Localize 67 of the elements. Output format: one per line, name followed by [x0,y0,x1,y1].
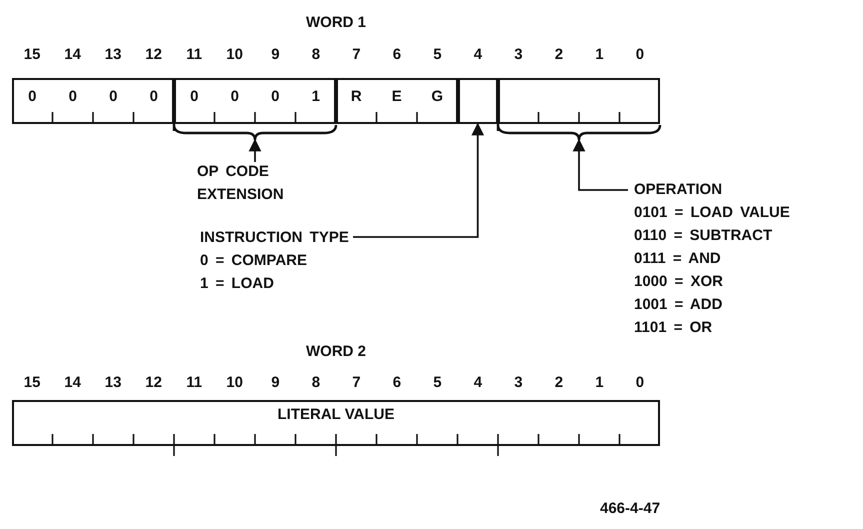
bit-number: 10 [226,374,243,391]
arrow [353,122,484,238]
word-title: WORD 1 [306,14,366,31]
bit-number: 2 [554,374,564,391]
bit-number: 6 [392,46,402,63]
bit-number: 13 [104,374,122,391]
bit-number: 10 [226,46,243,63]
bit-value: 0 [230,88,240,106]
bit-number: 8 [312,374,320,391]
bit-number: 7 [352,46,361,63]
bit-number: 15 [24,374,40,391]
bit-value: E [390,88,403,106]
empty-bit-field [458,78,498,124]
bit-field [12,400,660,446]
annotation-heading: INSTRUCTION TYPE [200,228,349,248]
bit-number: 11 [186,46,202,63]
bit-number: 6 [392,374,402,391]
bit-value: R [350,88,363,106]
bit-number: 2 [554,46,564,63]
code-meaning: 1001 = ADD [634,295,724,315]
bit-number: 4 [474,374,482,391]
bit-value: G [430,88,444,106]
bit-number: 12 [145,374,162,391]
bit-number: 7 [352,374,361,391]
bit-value: 1 [310,88,321,106]
word-title: WORD 2 [306,343,366,360]
bit-value: 0 [148,88,159,106]
bit-value: 0 [68,88,78,106]
code-meaning: 1 = LOAD [200,274,275,294]
code-meaning: 1101 = OR [634,318,714,338]
bit-number: 4 [474,46,482,63]
annotation-heading: OP CODE EXTENSION [197,162,285,205]
bit-number: 5 [433,46,442,63]
bit-number: 15 [24,46,40,63]
bit-number: 13 [104,46,122,63]
bit-number: 12 [145,46,162,63]
code-meaning: 0111 = AND [634,249,722,269]
figure-number: 466-4-47 [600,500,660,517]
bit-value: 0 [270,88,280,106]
arrow [572,138,628,191]
bit-number: 5 [433,374,442,391]
code-meaning: 1000 = XOR [634,272,724,292]
bit-value: 0 [108,88,118,106]
bit-value: 0 [27,88,38,106]
bit-field [174,78,336,124]
bit-number: 3 [514,46,523,63]
bit-field [336,78,458,124]
bit-number: 3 [514,374,523,391]
code-meaning: 0 = COMPARE [200,251,308,271]
bit-number: 14 [64,46,81,63]
annotation-heading: OPERATION [634,180,724,200]
bit-number: 9 [271,374,280,391]
bit-number: 1 [595,374,604,391]
bit-value: 0 [189,88,200,106]
field-label: LITERAL VALUE [276,406,396,423]
arrow [248,138,262,162]
bit-number: 9 [271,46,280,63]
code-meaning: 0101 = LOAD VALUE [634,203,790,223]
bit-number: 14 [64,374,81,391]
empty-bit-field [498,78,660,124]
bit-number: 0 [636,374,644,391]
bit-number: 8 [312,46,320,63]
bit-field [12,78,174,124]
code-meaning: 0110 = SUBTRACT [634,226,774,246]
bit-number: 1 [595,46,604,63]
bit-number: 11 [186,374,202,391]
bit-number: 0 [636,46,644,63]
